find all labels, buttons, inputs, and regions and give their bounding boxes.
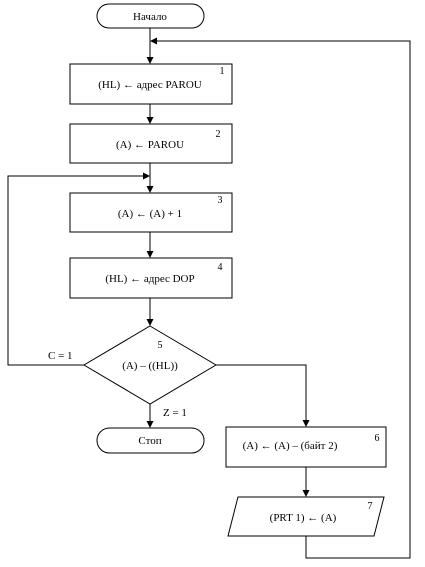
decision-block-5: 5 (A) – ((HL)) (83, 325, 217, 405)
block-1-text: (HL) ← адрес PAROU (98, 79, 202, 91)
stop-label: Стоп (138, 435, 161, 447)
block-4-number: 4 (218, 262, 223, 273)
connectors (7, 28, 411, 559)
process-block-4: 4 (HL) ← адрес DOP (69, 257, 233, 299)
process-block-6: 6 (A) ← (A) – (байт 2) (225, 426, 387, 468)
block-1-number: 1 (220, 66, 225, 77)
block-6-text: (A) ← (A) – (байт 2) (243, 440, 338, 452)
process-block-3: 3 (A) ← (A) + 1 (69, 192, 233, 233)
block-3-number: 3 (218, 195, 223, 206)
stop-terminator: Стоп (96, 427, 205, 454)
block-6-number: 6 (375, 433, 380, 444)
connector-5-to-6 (216, 364, 310, 427)
branch-label-c: C = 1 (48, 350, 73, 362)
block-3-text: (A) ← (A) + 1 (118, 208, 182, 220)
block-2-number: 2 (216, 129, 221, 140)
connector-c-loop-to-3 (7, 172, 150, 366)
block-5-text: (A) – ((HL)) (122, 360, 178, 372)
block-7-number: 7 (368, 501, 373, 512)
block-2-text: (A) ← PAROU (116, 139, 184, 151)
connector-7-loop-to-top (150, 37, 411, 559)
block-5-number: 5 (158, 340, 163, 351)
block-7-text: (PRT 1) ← (A) (270, 512, 337, 524)
process-block-1: 1 (HL) ← адрес PAROU (69, 63, 233, 105)
process-block-2: 2 (A) ← PAROU (69, 123, 233, 164)
io-block-7: 7 (PRT 1) ← (A) (227, 496, 385, 537)
start-terminator: Начало (96, 3, 205, 29)
start-label: Начало (133, 11, 167, 23)
branch-label-z: Z = 1 (163, 407, 187, 419)
block-4-text: (HL) ← адрес DOP (105, 273, 194, 285)
